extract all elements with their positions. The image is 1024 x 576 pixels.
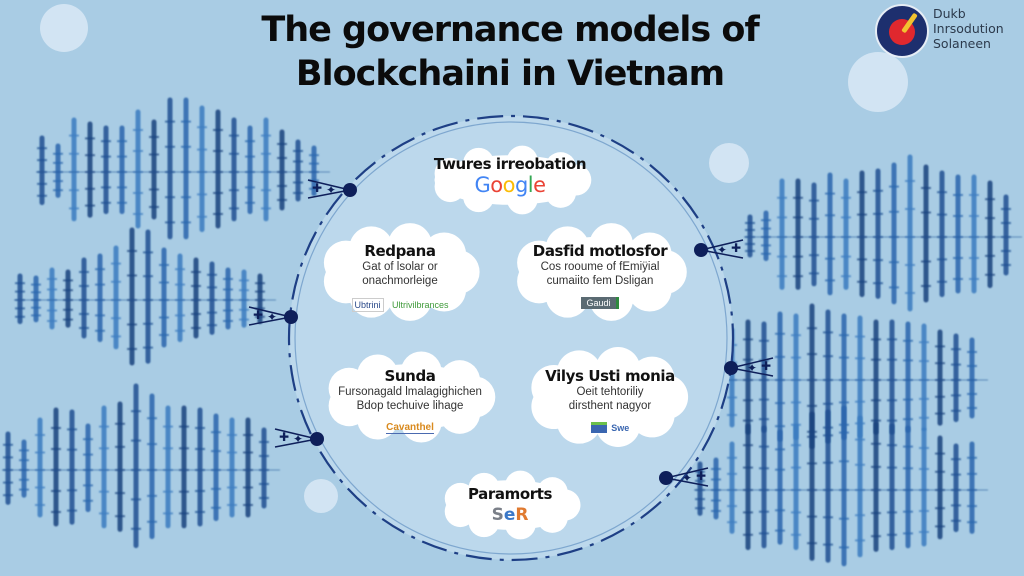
node-dot bbox=[659, 471, 673, 485]
star-icon: ✦ bbox=[682, 471, 692, 485]
title-line-1: The governance models of bbox=[261, 10, 759, 50]
logo-line-3: Solaneen bbox=[933, 36, 991, 51]
cloud-heading: Vilys Usti monia bbox=[545, 367, 675, 385]
logo-line-1: Dukb bbox=[933, 6, 966, 21]
cloud-lower-left: Sunda Fursonagald lmalagighichen Bdop te… bbox=[320, 367, 500, 437]
node-dot bbox=[343, 183, 357, 197]
node-dot bbox=[310, 432, 324, 446]
cloud-desc-2: cumaiito fem Dsligan bbox=[546, 275, 654, 287]
cloud-desc-1: Gat of lsolar or bbox=[362, 261, 438, 273]
connector-line bbox=[248, 306, 292, 318]
cloud-heading: Redpana bbox=[364, 242, 436, 260]
connector-line bbox=[307, 189, 351, 199]
star-icon: ✦ bbox=[267, 310, 277, 324]
waveform-bottom-left bbox=[2, 383, 280, 549]
connector-line bbox=[665, 477, 709, 487]
sky-cloud bbox=[304, 479, 338, 513]
cloud-shape-upper-left bbox=[323, 223, 480, 321]
cloud-desc-2: onachmorleige bbox=[362, 275, 438, 287]
cloud-heading: Paramorts bbox=[467, 485, 553, 503]
plus-icon: ✚ bbox=[761, 359, 771, 373]
sky-cloud bbox=[848, 52, 908, 112]
cloud-heading: Dasfid motlosfor bbox=[532, 242, 668, 260]
sky-cloud bbox=[40, 4, 88, 52]
plus-icon: ✚ bbox=[253, 308, 263, 322]
cloud-top: Twures irreobation Google bbox=[420, 155, 600, 197]
cloud-heading: Twures irreobation bbox=[433, 155, 587, 173]
node-dot bbox=[694, 243, 708, 257]
green-tree-logo: Ultrivilbrances bbox=[391, 299, 449, 310]
cloud-upper-left: Redpana Gat of lsolar or onachmorleige U… bbox=[320, 242, 480, 314]
waveform-bottom-right bbox=[694, 405, 988, 567]
waveform-mid-right bbox=[694, 303, 988, 450]
connector-line bbox=[730, 367, 774, 377]
dark-badge-logo: Gaudi bbox=[581, 296, 619, 309]
waveform-top-left bbox=[36, 97, 330, 240]
node-dot bbox=[724, 361, 738, 375]
plus-icon: ✚ bbox=[279, 430, 289, 444]
partner-logo-small: Ubtrini bbox=[351, 297, 384, 312]
sky-cloud bbox=[709, 143, 749, 183]
hub-circle-inner-ring bbox=[294, 121, 728, 555]
connector-nodes: ✦✚✦✚✦✚✦✚✦✚✦✚ bbox=[248, 179, 774, 487]
cloud-shape-lower-right bbox=[531, 347, 689, 447]
cloud-lower-right: Vilys Usti monia Oeit tehtoriliy dirsthe… bbox=[525, 367, 695, 437]
cloud-upper-right: Dasfid motlosfor Cos rooume of fEmiÿial … bbox=[515, 242, 685, 312]
cloud-desc-1: Cos rooume of fEmiÿial bbox=[540, 261, 660, 273]
plus-icon: ✚ bbox=[731, 241, 741, 255]
cloud-desc-2: dirsthent nagyor bbox=[568, 400, 652, 412]
green-swoosh-logo-text: Swe bbox=[611, 422, 630, 433]
waveform-strip-left-mid bbox=[14, 227, 276, 366]
connector-line bbox=[274, 438, 318, 448]
cloud-heading: Sunda bbox=[384, 367, 436, 385]
star-icon: ✦ bbox=[326, 183, 336, 197]
organization-logo: Dukb Inrsodution Solaneen bbox=[873, 2, 1023, 58]
cloud-desc-1: Oeit tehtoriliy bbox=[576, 386, 644, 398]
cloud-shape-upper-right bbox=[517, 223, 687, 321]
node-top-right: ✦✚ bbox=[694, 239, 744, 259]
content-clouds bbox=[323, 145, 689, 540]
cloud-desc-2: Bdop techuive lihage bbox=[356, 400, 464, 412]
logo-line-2: Inrsodution bbox=[933, 21, 1004, 36]
waveform-patterns bbox=[2, 97, 1022, 567]
title-line-2: Blockchaini in Vietnam bbox=[295, 54, 725, 94]
orange-wordmark-logo: Cavanthel bbox=[386, 421, 434, 434]
waveform-top-right bbox=[744, 154, 1022, 312]
node-low-left: ✦✚ bbox=[274, 428, 324, 448]
green-swoosh-logo bbox=[590, 422, 607, 434]
star-icon: ✦ bbox=[747, 361, 757, 375]
cloud-shape-bottom bbox=[444, 470, 581, 540]
connector-line bbox=[700, 249, 744, 259]
google-logo: Google bbox=[474, 173, 546, 197]
logo-text: Dukb Inrsodution Solaneen bbox=[933, 6, 1004, 51]
connector-line bbox=[665, 467, 709, 479]
node-low-right: ✦✚ bbox=[659, 467, 709, 487]
cloud-shape-top bbox=[434, 145, 592, 215]
sky-clouds bbox=[40, 4, 908, 513]
star-icon: ✦ bbox=[293, 432, 303, 446]
connector-line bbox=[274, 428, 318, 440]
node-top-left: ✦✚ bbox=[307, 179, 357, 199]
connector-line bbox=[248, 316, 292, 326]
connector-line bbox=[730, 357, 774, 369]
node-mid-right: ✦✚ bbox=[724, 357, 774, 377]
star-icon: ✦ bbox=[717, 243, 727, 257]
plus-icon: ✚ bbox=[696, 469, 706, 483]
page-title: The governance models of Blockchaini in … bbox=[200, 8, 820, 96]
node-mid-left: ✦✚ bbox=[248, 306, 298, 326]
connector-line bbox=[700, 239, 744, 251]
round-badge-icon bbox=[875, 4, 929, 58]
plus-icon: ✚ bbox=[312, 181, 322, 195]
cloud-desc-1: Fursonagald lmalagighichen bbox=[338, 386, 482, 398]
node-dot bbox=[284, 310, 298, 324]
connector-line bbox=[307, 179, 351, 191]
ser-logo: SeR bbox=[491, 505, 529, 525]
cloud-bottom: Paramorts SeR bbox=[440, 485, 580, 525]
cloud-shape-lower-left bbox=[328, 351, 496, 443]
